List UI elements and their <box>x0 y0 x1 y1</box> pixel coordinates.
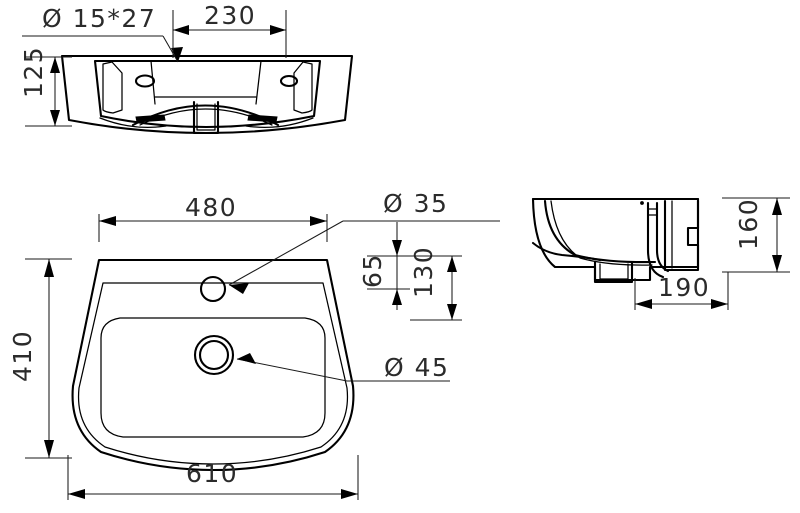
dim-tap-dia-label: Ø 35 <box>383 189 448 218</box>
side-view-front-lip <box>531 241 602 262</box>
dim-130-arrow-top <box>447 256 457 272</box>
plan-view-rim-inner <box>77 282 349 465</box>
side-view-back-apron <box>663 199 700 272</box>
dim-tap-dia-arrow <box>229 283 249 294</box>
plan-view-waste-inner <box>198 339 230 371</box>
side-view-overflow-mark <box>640 201 644 205</box>
side-view-bowl-profile-inner <box>550 200 653 266</box>
dim-side-height: 160 <box>722 197 790 273</box>
bottom-view-waste-tab-inner <box>196 103 216 131</box>
bottom-view-group <box>60 54 354 135</box>
bottom-view-right-pocket <box>293 61 313 114</box>
dim-tap-spacing: 230 <box>172 1 287 58</box>
bottom-view-foot-right <box>247 114 278 123</box>
bottom-view-divider-right <box>255 60 262 105</box>
dim-160-arrow-bottom <box>772 255 782 272</box>
bottom-view-foot-left <box>135 114 166 123</box>
dim-bottom-depth: 125 <box>19 46 72 127</box>
dim-overall-width-label: 610 <box>186 459 238 488</box>
dim-410-arrow-bottom <box>44 440 54 458</box>
dim-410-arrow-top <box>44 259 54 277</box>
dim-480-arrow-right <box>310 216 327 226</box>
plan-view-bowl <box>100 317 326 438</box>
dim-waste-dia: Ø 45 <box>236 353 450 382</box>
dim-480-arrow-left <box>99 216 116 226</box>
dim-tap-to-waste: 130 <box>409 246 462 321</box>
dim-tap-dia-leader <box>228 220 344 286</box>
dim-edge-to-tap-label: 65 <box>358 253 387 288</box>
bottom-view-lip-right <box>245 117 314 128</box>
side-view-bowl-profile <box>543 199 657 264</box>
bottom-view-left-pocket <box>102 61 123 114</box>
side-view-outlet-pipe-outer <box>646 201 665 279</box>
bottom-view-inner-panel <box>93 59 322 129</box>
dim-waste-dia-leader <box>236 358 348 382</box>
dim-65-arrow-bottom <box>392 289 402 305</box>
dim-65-arrow-top <box>392 240 402 256</box>
plan-view-outline <box>71 258 355 472</box>
dim-bowl-inner-width-label: 480 <box>185 193 237 222</box>
dim-610-arrow-right <box>341 489 358 499</box>
side-view-outline <box>531 197 700 282</box>
side-view-group <box>531 197 700 284</box>
side-view-pipe-notch <box>647 208 658 216</box>
plan-view-group <box>71 258 355 472</box>
dim-overall-depth: 410 <box>8 258 72 459</box>
bottom-view-tap-hole-right <box>279 74 299 88</box>
dim-190-arrow-left <box>635 299 652 309</box>
dim-waste-dia-arrow <box>237 353 256 364</box>
dim-bottom-depth-label: 125 <box>19 46 48 98</box>
dim-bowl-inner-width: 480 <box>98 193 328 242</box>
dim-tap-dia: Ø 35 <box>228 189 500 294</box>
bottom-view-outline <box>60 54 354 135</box>
bottom-view-waste-tab <box>192 100 220 135</box>
dim-610-arrow-left <box>68 489 85 499</box>
dim-overall-width: 610 <box>67 455 359 500</box>
dim-tap-hole-slot-arrow <box>171 47 183 62</box>
dim-130-arrow-bottom <box>447 304 457 320</box>
side-view-waste-boss <box>593 260 634 284</box>
plan-view-tap-hole <box>199 275 227 303</box>
bottom-view-tap-hole-left <box>134 74 156 88</box>
dim-side-height-label: 160 <box>734 198 763 250</box>
bottom-view-lip-left <box>99 117 167 128</box>
dim-waste-dia-label: Ø 45 <box>384 353 449 382</box>
dim-tap-hole-slot: Ø 15*27 <box>22 4 183 63</box>
dim-edge-to-tap: 65 <box>358 222 410 310</box>
dim-tap-to-waste-label: 130 <box>409 246 438 298</box>
side-view-outlet-pipe-inner <box>655 201 670 273</box>
dim-bottom-depth-arrow-top <box>50 57 60 73</box>
dim-tap-spacing-arrow-right <box>270 25 286 35</box>
dim-bottom-depth-arrow-bottom <box>50 110 60 126</box>
dim-160-arrow-top <box>772 198 782 215</box>
side-view-waste-boss-inner <box>599 263 629 280</box>
plan-view-waste-outer <box>193 334 235 376</box>
dim-side-projection-label: 190 <box>658 273 710 302</box>
dim-tap-spacing-label: 230 <box>204 1 256 30</box>
dim-190-arrow-right <box>711 299 728 309</box>
dim-tap-spacing-arrow-left <box>173 25 189 35</box>
dim-side-projection: 190 <box>634 272 729 310</box>
dim-tap-hole-slot-leader <box>162 35 179 63</box>
dim-overall-depth-label: 410 <box>8 330 37 382</box>
dim-tap-hole-slot-label: Ø 15*27 <box>42 4 156 33</box>
